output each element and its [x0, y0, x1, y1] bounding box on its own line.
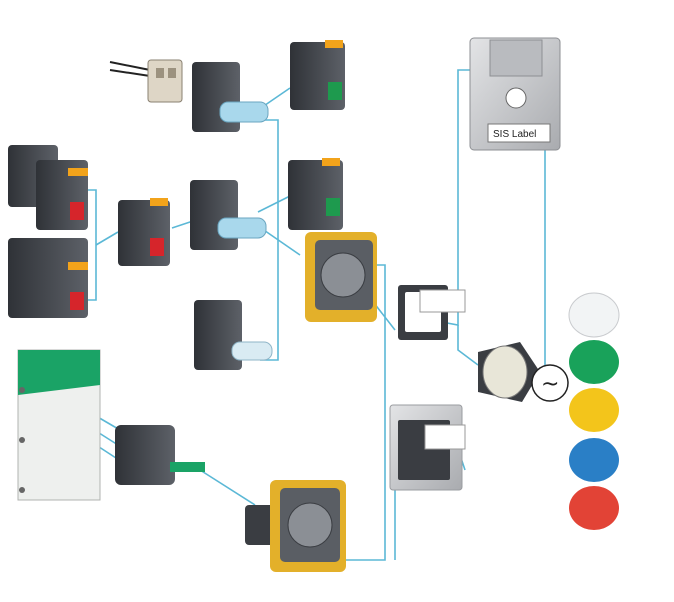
cap-blue	[569, 438, 619, 482]
contact-block-mid-right	[288, 158, 343, 230]
contact-block-stack-top	[8, 145, 88, 230]
pushbutton-head	[478, 342, 540, 402]
sis-label-card: SIS Label	[469, 37, 561, 151]
pcb-board	[17, 349, 101, 501]
fixing-collar-mid	[305, 232, 377, 322]
contact-block-stack-bottom	[8, 238, 88, 318]
sis-label-text: SIS Label	[493, 129, 536, 140]
cap-yellow	[569, 388, 619, 432]
cap-red	[569, 486, 619, 530]
contact-block-top-left	[192, 62, 269, 132]
contact-block-top-right	[290, 40, 345, 110]
contact-block-center	[118, 198, 170, 266]
legend-holder-large	[389, 404, 466, 491]
cap-green	[569, 340, 619, 384]
pcb-connector	[115, 425, 205, 485]
contact-block-mid-left	[190, 180, 267, 250]
fixing-collar-bottom	[245, 480, 346, 572]
light-block	[194, 300, 273, 370]
legend-holder-small	[398, 285, 466, 340]
ac-symbol: ~	[541, 372, 559, 397]
cap-white	[568, 292, 620, 338]
ac-symbol-badge: ~	[531, 364, 569, 402]
cable-connector	[109, 59, 183, 103]
